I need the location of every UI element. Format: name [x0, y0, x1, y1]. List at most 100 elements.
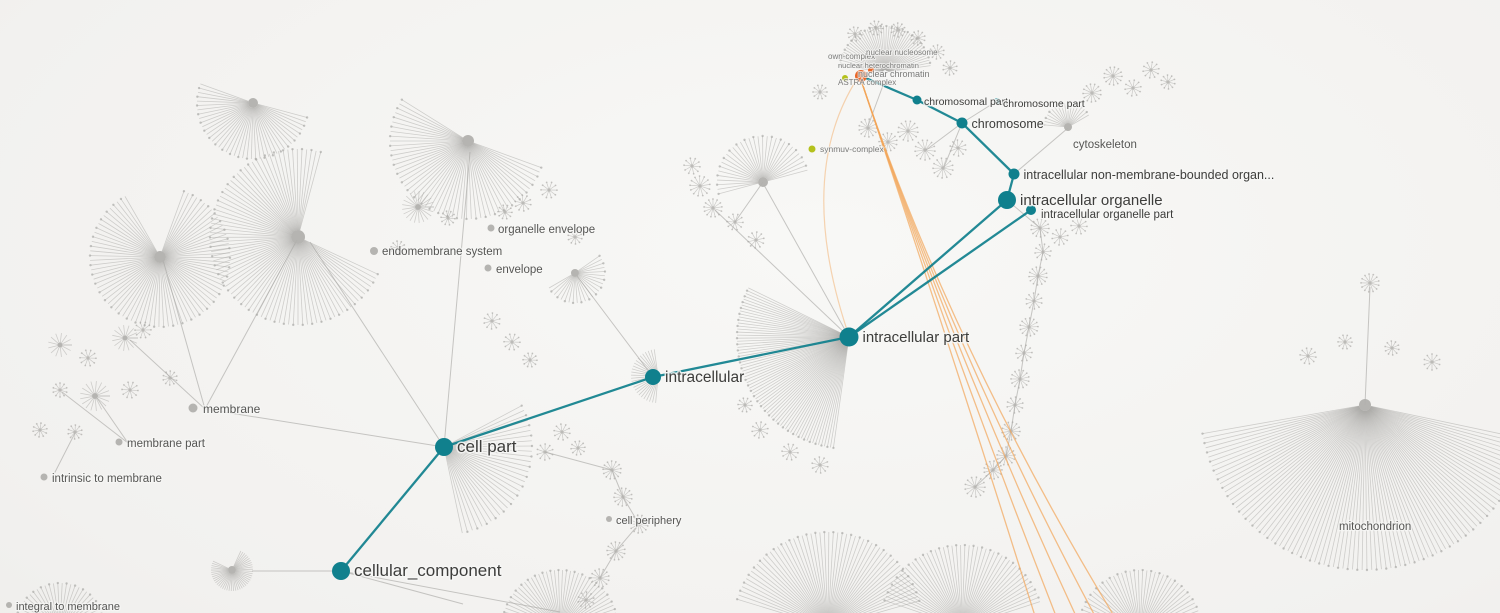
- mini-cluster-node[interactable]: [446, 216, 450, 220]
- node-intracellular_part[interactable]: [839, 327, 859, 347]
- mini-cluster-node[interactable]: [637, 522, 641, 526]
- term-label-small[interactable]: nuclear chromatin: [857, 68, 931, 80]
- mini-cluster-node[interactable]: [1036, 274, 1040, 278]
- highlight-node-green[interactable]: [808, 145, 816, 153]
- mini-cluster-node[interactable]: [896, 28, 900, 32]
- node-chromosome[interactable]: [956, 117, 968, 129]
- term-node-gray[interactable]: [487, 224, 495, 232]
- mini-cluster-node[interactable]: [610, 468, 614, 472]
- mini-cluster-node[interactable]: [788, 450, 792, 454]
- node-intracellular_organelle[interactable]: [998, 191, 1016, 209]
- mini-cluster-node[interactable]: [58, 388, 62, 392]
- cluster-node[interactable]: [291, 230, 305, 244]
- mini-cluster-node[interactable]: [141, 328, 145, 332]
- node-nucleosome[interactable]: [855, 70, 867, 82]
- mini-cluster-node[interactable]: [573, 235, 577, 239]
- mini-cluster-node[interactable]: [690, 164, 694, 168]
- mini-cluster-node[interactable]: [818, 90, 822, 94]
- cluster-node[interactable]: [154, 251, 166, 263]
- mini-cluster-node[interactable]: [991, 468, 995, 472]
- mini-cluster-node[interactable]: [866, 126, 870, 130]
- highlight-node-orange[interactable]: [868, 67, 874, 73]
- mini-cluster-node[interactable]: [1390, 346, 1394, 350]
- mini-cluster-node[interactable]: [547, 188, 551, 192]
- node-intracellular[interactable]: [645, 369, 661, 385]
- term-node-gray[interactable]: [188, 403, 198, 413]
- term-label-small[interactable]: nuclear nucleosome: [865, 47, 939, 58]
- cluster-node[interactable]: [1359, 399, 1371, 411]
- mini-cluster-node[interactable]: [906, 129, 910, 133]
- term-label-small[interactable]: ASTRA complex: [837, 77, 897, 88]
- term-node-gray[interactable]: [606, 516, 612, 522]
- term-label[interactable]: intrinsic to membrane: [51, 472, 164, 487]
- label-intracellular_organelle_part[interactable]: intracellular organelle part: [1040, 208, 1176, 223]
- mini-cluster-node[interactable]: [1032, 299, 1036, 303]
- mini-cluster-node[interactable]: [560, 430, 564, 434]
- term-label[interactable]: mitochondrion: [1338, 520, 1413, 535]
- mini-cluster-node[interactable]: [916, 36, 920, 40]
- label-chromosome[interactable]: chromosome: [970, 116, 1045, 133]
- mini-cluster-node[interactable]: [698, 184, 702, 188]
- mini-cluster-node[interactable]: [614, 549, 618, 553]
- term-node-gray[interactable]: [370, 247, 378, 255]
- mini-cluster-node[interactable]: [1368, 281, 1372, 285]
- mini-cluster-node[interactable]: [1018, 377, 1022, 381]
- mini-cluster-node[interactable]: [1149, 68, 1153, 72]
- mini-cluster-node[interactable]: [543, 450, 547, 454]
- mini-cluster-node[interactable]: [733, 220, 737, 224]
- node-cellular_component[interactable]: [332, 562, 350, 580]
- term-node-gray[interactable]: [115, 438, 123, 446]
- mini-cluster-node[interactable]: [956, 146, 960, 150]
- mini-cluster-node[interactable]: [874, 26, 878, 30]
- mini-cluster-node[interactable]: [1131, 86, 1135, 90]
- label-chromosomal_part[interactable]: chromosomal part: [923, 95, 1010, 110]
- term-label[interactable]: envelope: [495, 263, 544, 278]
- mini-cluster-node[interactable]: [1077, 224, 1081, 228]
- cluster-node[interactable]: [758, 177, 768, 187]
- mini-cluster-node[interactable]: [853, 32, 857, 36]
- term-label[interactable]: endomembrane system: [381, 245, 504, 260]
- term-label-small[interactable]: synmuv-complex: [819, 143, 886, 155]
- term-label[interactable]: cytoskeleton: [1072, 138, 1139, 153]
- cluster-node[interactable]: [248, 98, 258, 108]
- label-intracellular[interactable]: intracellular: [664, 368, 746, 388]
- mini-cluster-node[interactable]: [754, 238, 758, 242]
- mini-cluster-node[interactable]: [73, 430, 77, 434]
- cluster-node[interactable]: [415, 204, 421, 210]
- mini-cluster-node[interactable]: [1013, 403, 1017, 407]
- term-label-small[interactable]: nuclear heterochromatin: [837, 60, 920, 71]
- mini-cluster-node[interactable]: [86, 356, 90, 360]
- mini-cluster-node[interactable]: [1041, 250, 1045, 254]
- mini-cluster-node[interactable]: [1111, 74, 1115, 78]
- cluster-node[interactable]: [122, 335, 128, 341]
- mini-cluster-node[interactable]: [396, 246, 400, 250]
- mini-cluster-node[interactable]: [503, 210, 507, 214]
- node-intracellular_non_membrane_bounded_organelle[interactable]: [1008, 168, 1020, 180]
- mini-cluster-node[interactable]: [621, 495, 625, 499]
- mini-cluster-node[interactable]: [1430, 360, 1434, 364]
- label-cell_part[interactable]: cell part: [456, 436, 519, 458]
- term-label[interactable]: cell periphery: [615, 514, 684, 529]
- mini-cluster-node[interactable]: [1022, 351, 1026, 355]
- mini-cluster-node[interactable]: [1058, 235, 1062, 239]
- label-chromosome_part[interactable]: chromosome part: [1002, 97, 1087, 112]
- mini-cluster-node[interactable]: [758, 428, 762, 432]
- label-intracellular_non_membrane_bounded_organelle[interactable]: intracellular non-membrane-bounded organ…: [1022, 167, 1276, 184]
- term-label[interactable]: integral to membrane: [15, 600, 122, 613]
- cluster-node[interactable]: [228, 566, 236, 574]
- mini-cluster-node[interactable]: [528, 358, 532, 362]
- term-label-small[interactable]: own-complex: [827, 51, 876, 62]
- mini-cluster-node[interactable]: [1027, 325, 1031, 329]
- mini-cluster-node[interactable]: [1038, 226, 1042, 230]
- mini-cluster-node[interactable]: [584, 598, 588, 602]
- mini-cluster-node[interactable]: [38, 428, 42, 432]
- mini-cluster-node[interactable]: [1166, 80, 1170, 84]
- mini-cluster-node[interactable]: [743, 403, 747, 407]
- term-node-gray[interactable]: [484, 264, 492, 272]
- term-node-gray[interactable]: [40, 473, 48, 481]
- mini-cluster-node[interactable]: [1090, 91, 1094, 95]
- mini-cluster-node[interactable]: [521, 201, 525, 205]
- mini-cluster-node[interactable]: [168, 376, 172, 380]
- label-intracellular_part[interactable]: intracellular part: [861, 328, 972, 348]
